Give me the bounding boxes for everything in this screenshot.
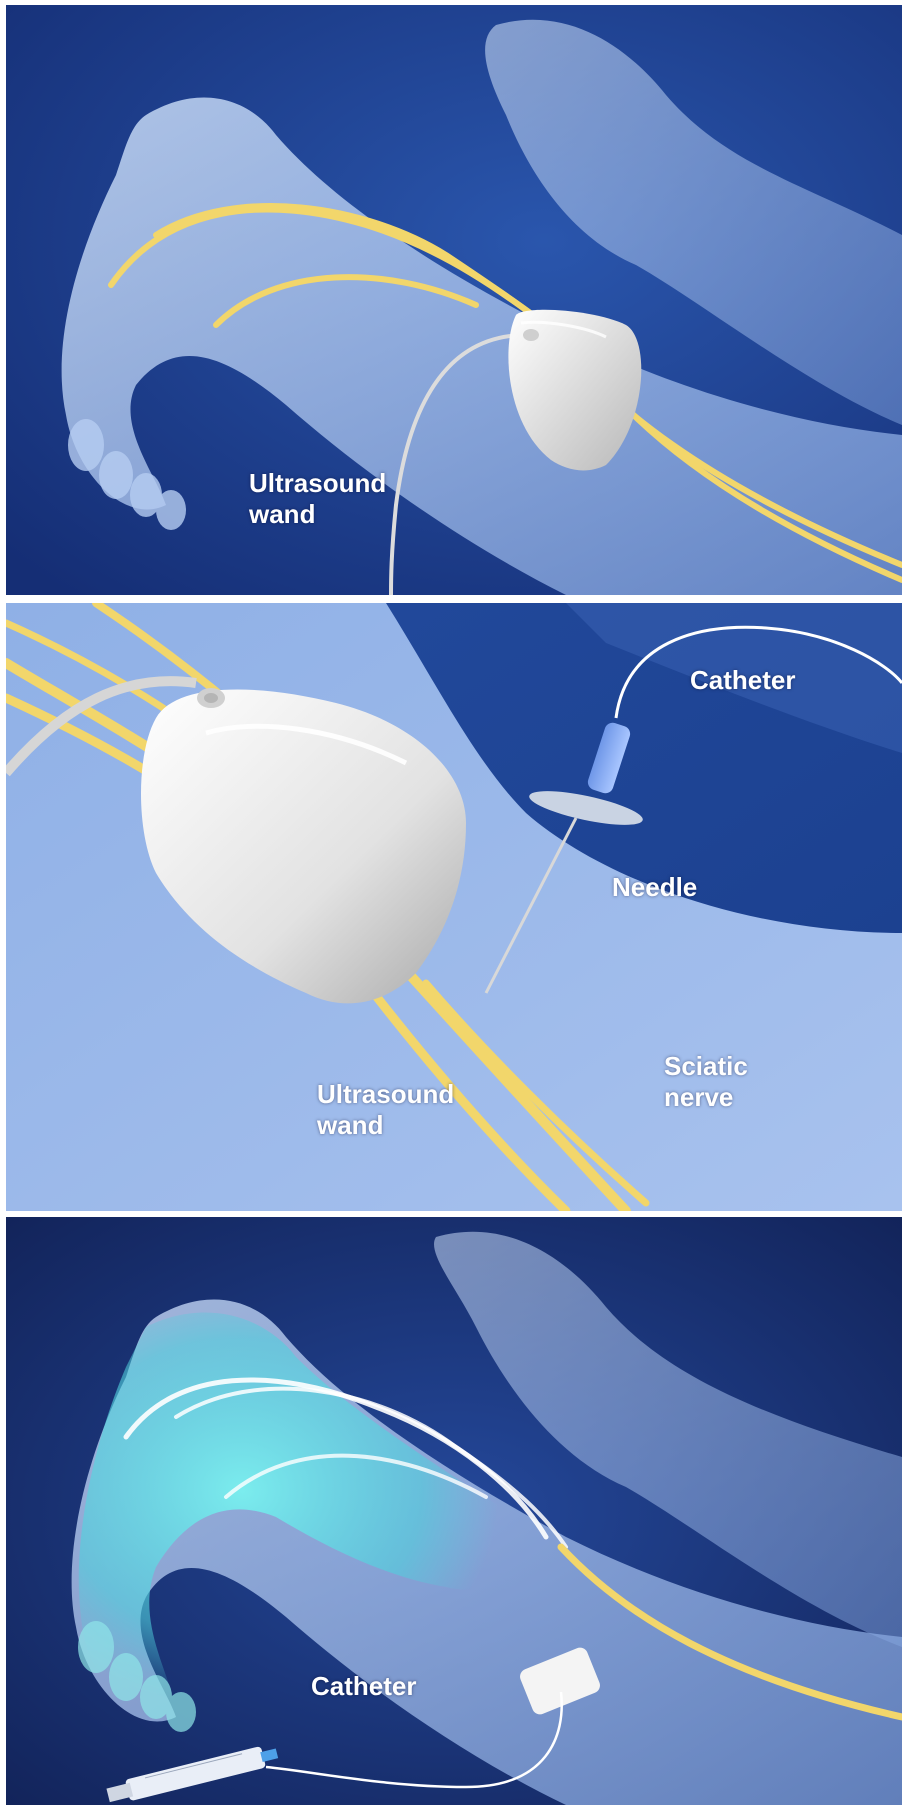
- panel-top-ultrasound-placement: Ultrasound wand: [6, 5, 902, 595]
- label-line: Ultrasound: [249, 468, 386, 499]
- panel-middle-needle-insertion: Catheter Needle Ultrasound wand Sciatic …: [6, 603, 902, 1211]
- label-line: nerve: [664, 1082, 748, 1113]
- label-line: Ultrasound: [317, 1079, 454, 1110]
- label-catheter-bottom: Catheter: [311, 1671, 416, 1702]
- label-line: Sciatic: [664, 1051, 748, 1082]
- label-ultrasound-wand-top: Ultrasound wand: [249, 468, 386, 530]
- label-catheter-middle: Catheter: [690, 665, 795, 696]
- leg-illustration-bottom: [6, 1217, 902, 1805]
- panel-bottom-catheter-infusion: Catheter: [6, 1217, 902, 1805]
- label-needle: Needle: [612, 872, 697, 903]
- label-line: wand: [249, 499, 386, 530]
- label-sciatic-nerve: Sciatic nerve: [664, 1051, 748, 1113]
- label-ultrasound-wand-middle: Ultrasound wand: [317, 1079, 454, 1141]
- label-line: wand: [317, 1110, 454, 1141]
- leg-illustration-top: [6, 5, 902, 595]
